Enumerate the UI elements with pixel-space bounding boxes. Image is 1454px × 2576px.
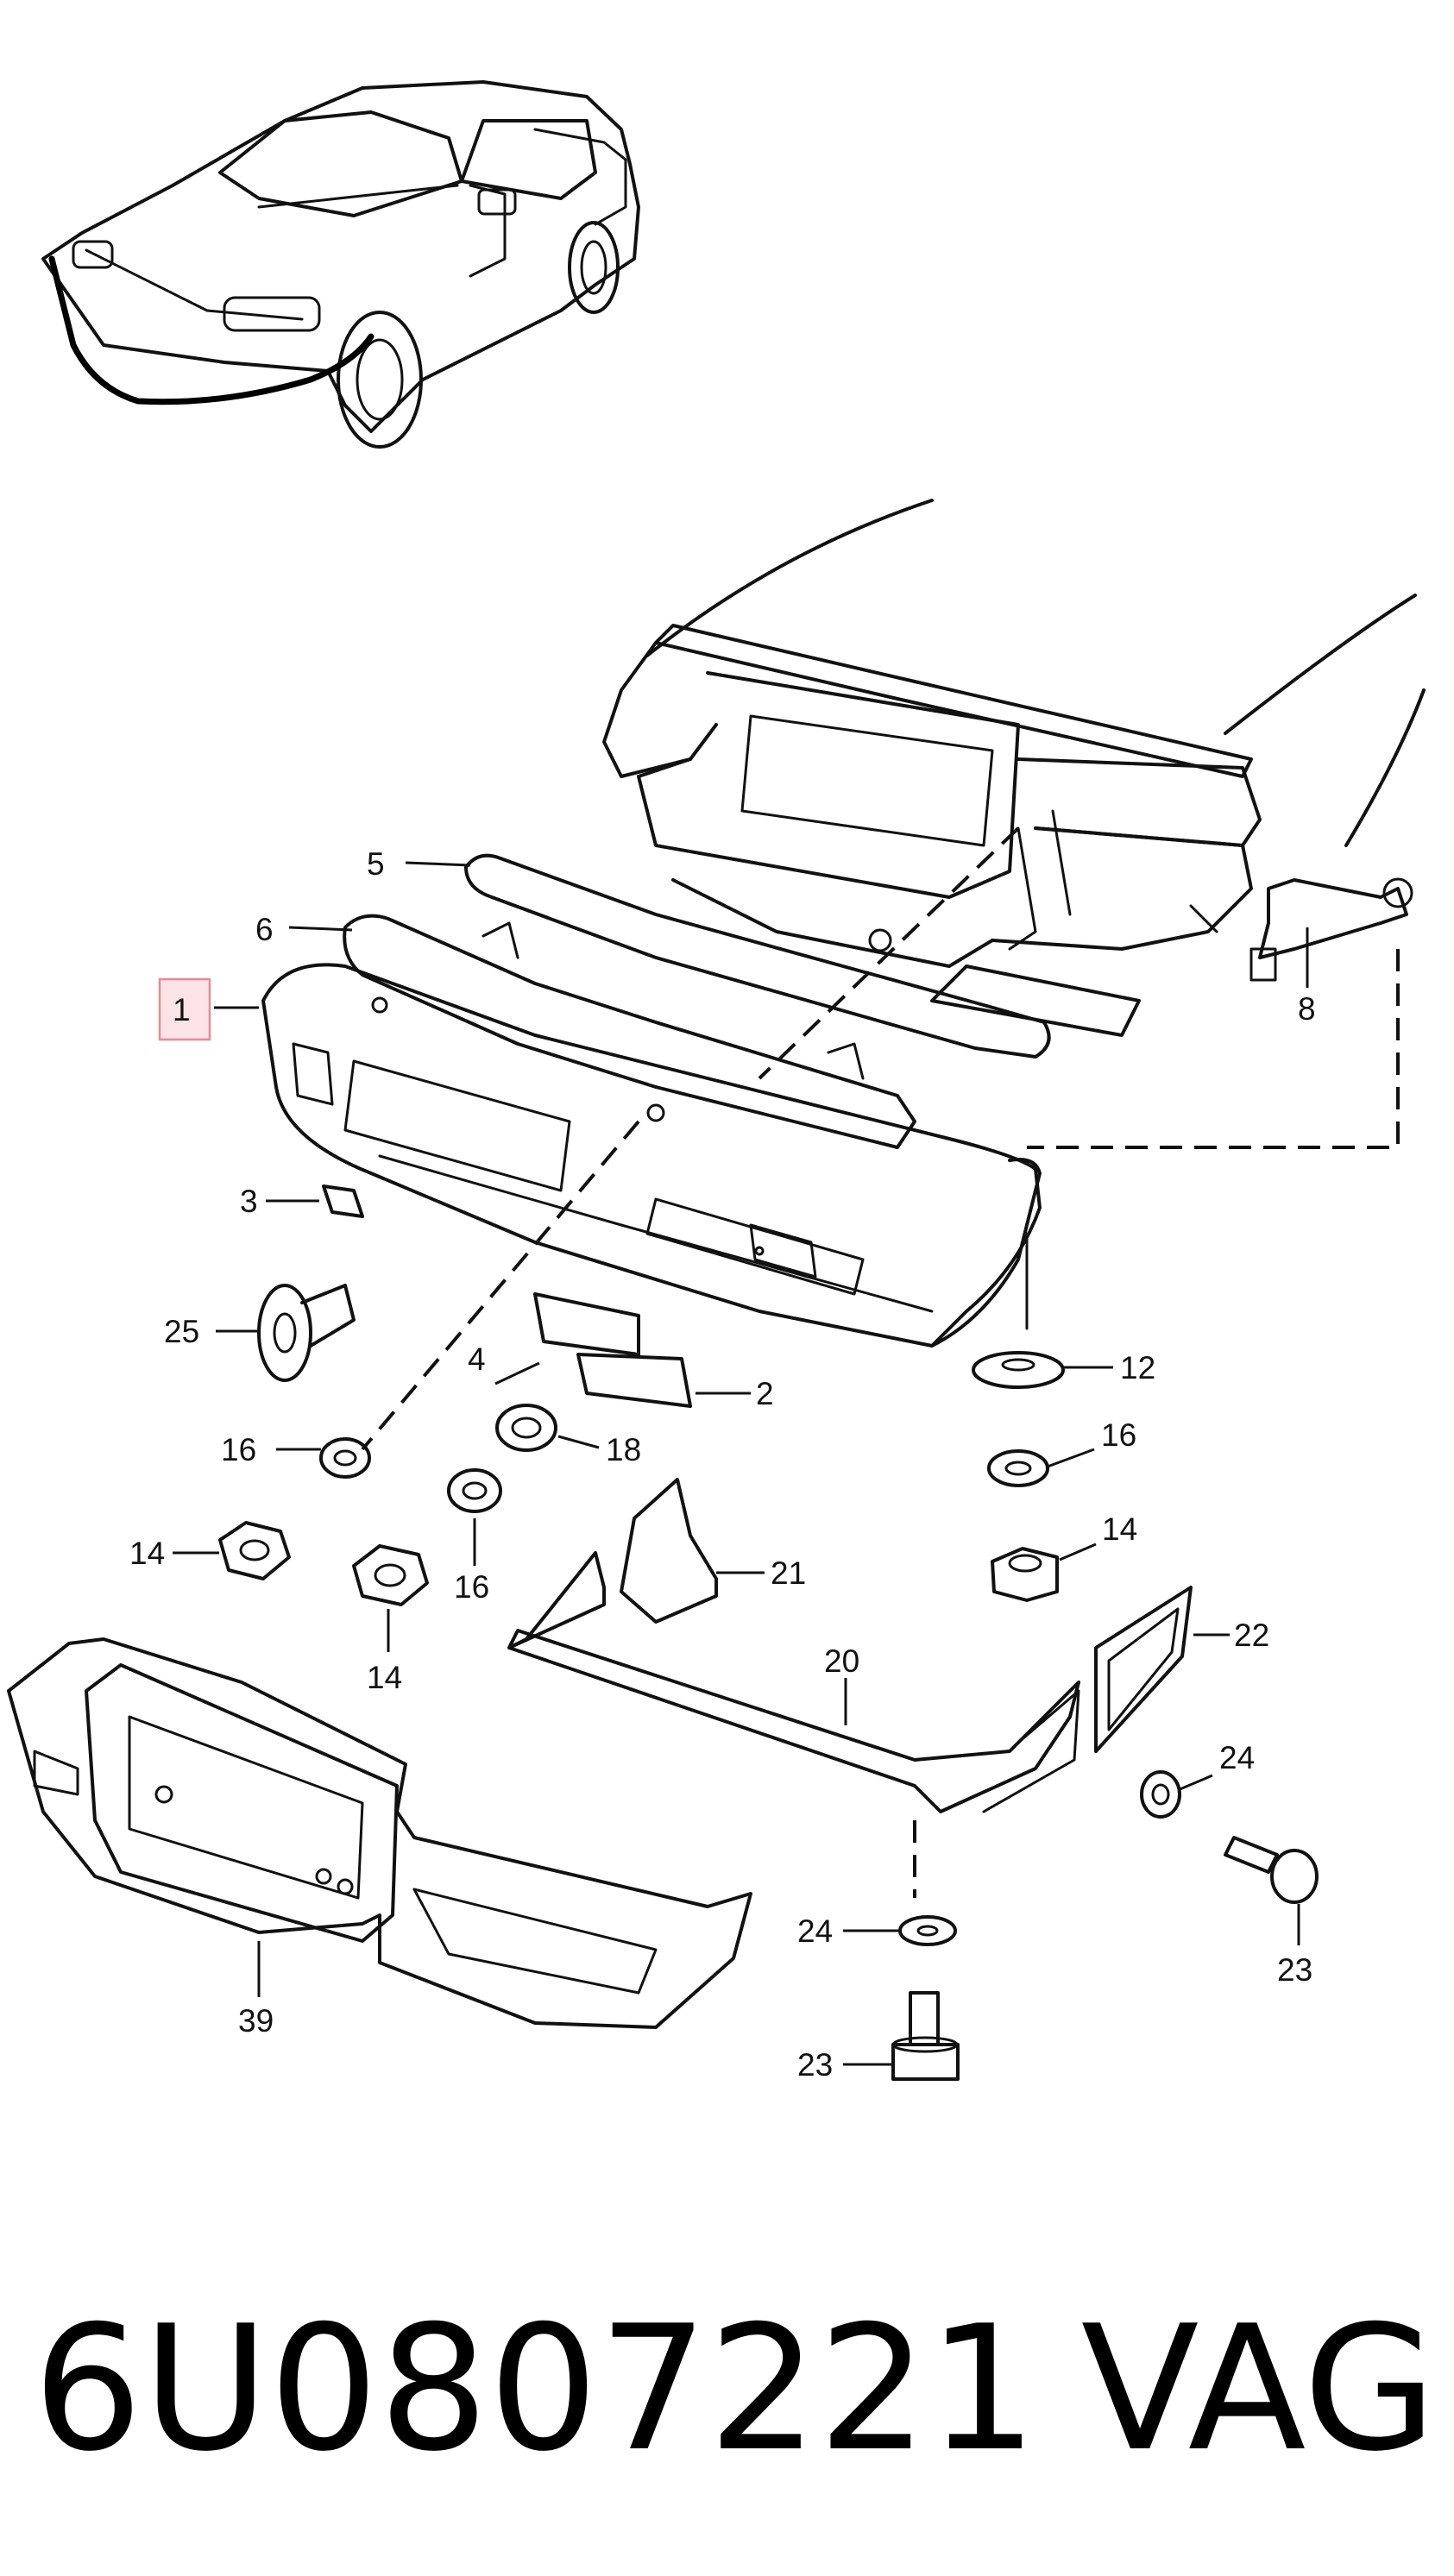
callout-4[interactable]: 4: [468, 1341, 486, 1377]
callout-23b[interactable]: 23: [797, 2047, 833, 2083]
washer-12: [972, 1351, 1065, 1389]
callout-14b[interactable]: 14: [367, 1660, 402, 1695]
callout-6[interactable]: 6: [255, 912, 274, 947]
nut-14c: [991, 1547, 1059, 1602]
vehicle-thumbnail: [41, 80, 640, 449]
callout-3[interactable]: 3: [240, 1184, 258, 1219]
callout-5[interactable]: 5: [367, 846, 385, 882]
callout-14a[interactable]: 14: [129, 1536, 165, 1571]
callout-25[interactable]: 25: [164, 1314, 199, 1349]
exploded-parts-diagram: 1 2 3 4 5 6 8 12 14 14 14 16 16 16 18 20…: [7, 80, 1426, 2083]
callout-39[interactable]: 39: [238, 2003, 274, 2039]
clip-25: [257, 1284, 356, 1382]
callout-20[interactable]: 20: [824, 1643, 859, 1679]
nut-14b: [352, 1544, 429, 1606]
callout-1[interactable]: 1: [173, 992, 191, 1027]
assembly-line-carrier: [758, 826, 1020, 1080]
washer-24a: [1140, 1770, 1181, 1819]
washer-24b: [898, 1915, 957, 1946]
bumper-carrier-6: [343, 914, 916, 1149]
callout-24b[interactable]: 24: [797, 1913, 833, 1949]
assembly-line-bumper: [361, 1120, 640, 1451]
plate-holder-4: [533, 1292, 640, 1356]
car-front-body: [602, 499, 1426, 1037]
bolt-23b: [891, 1991, 960, 2081]
callout-21[interactable]: 21: [771, 1555, 806, 1591]
insert-22: [1094, 1586, 1193, 1753]
callout-22[interactable]: 22: [1234, 1618, 1269, 1653]
leader-lines: [173, 861, 1309, 2066]
callout-18[interactable]: 18: [606, 1432, 641, 1467]
mounting-bracket: [1249, 877, 1413, 982]
bumper-cover: [261, 963, 1042, 1348]
plate-2: [576, 1353, 692, 1408]
callout-23a[interactable]: 23: [1277, 1952, 1312, 1988]
callout-1-highlight: [158, 977, 211, 1041]
callout-16b[interactable]: 16: [454, 1569, 489, 1605]
nut-14a: [218, 1521, 291, 1580]
callout-8[interactable]: 8: [1298, 991, 1316, 1027]
part-number: 6U0807221: [33, 2289, 1038, 2490]
bolt-23a: [1224, 1836, 1319, 1904]
callout-14c[interactable]: 14: [1102, 1511, 1137, 1547]
callout-2[interactable]: 2: [756, 1376, 774, 1411]
clip-3: [322, 1184, 364, 1218]
callout-16c[interactable]: 16: [1101, 1417, 1136, 1453]
grommet-18: [495, 1404, 557, 1452]
callout-16a[interactable]: 16: [221, 1432, 256, 1467]
callout-12[interactable]: 12: [1120, 1350, 1155, 1385]
deflector-21: [620, 1478, 718, 1624]
assembly-line-bracket: [1027, 949, 1400, 1149]
impact-strip-5: [464, 853, 1051, 1059]
spoiler-strip-20: [507, 1551, 1080, 1813]
accessory-bumper-39: [7, 1637, 752, 2029]
callout-24a[interactable]: 24: [1219, 1740, 1255, 1775]
washer-16b: [447, 1468, 502, 1513]
washer-16c: [987, 1449, 1049, 1487]
washer-16a: [319, 1437, 371, 1479]
brand-name: VAG: [1080, 2289, 1437, 2490]
